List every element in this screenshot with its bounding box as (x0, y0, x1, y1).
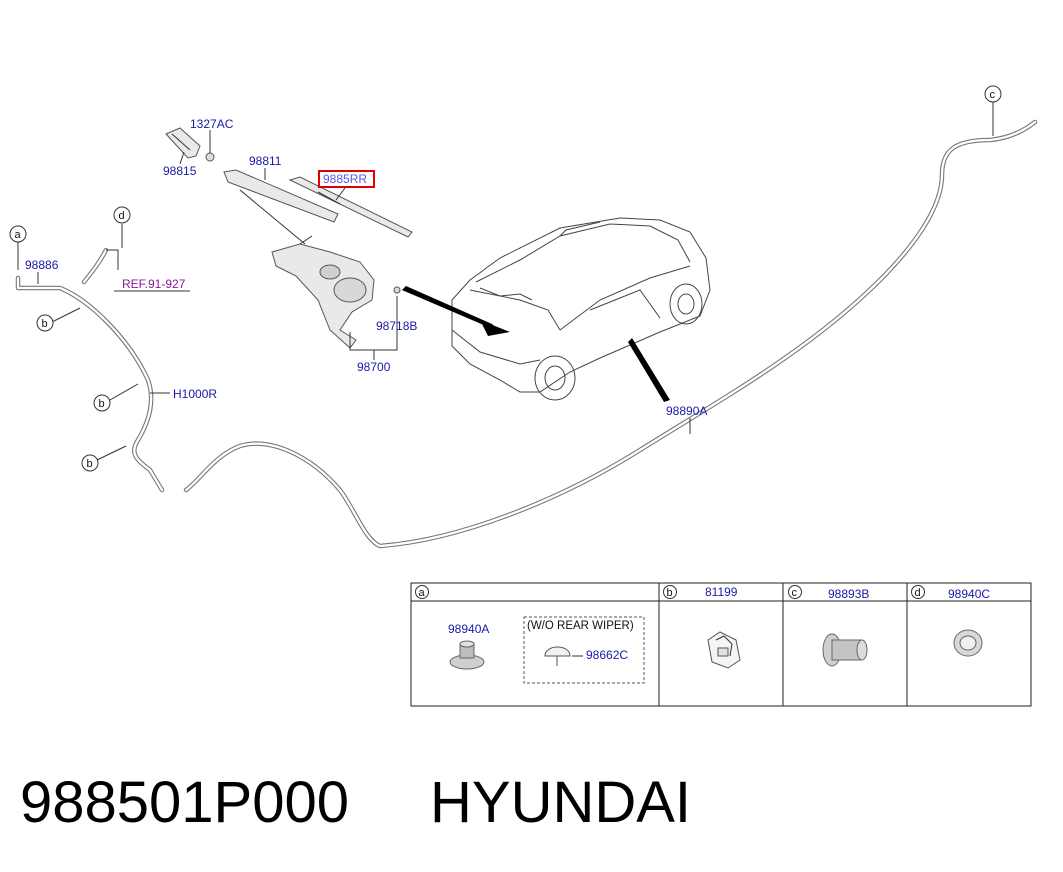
table-header-d: d 98940C (911, 585, 990, 601)
svg-text:c: c (990, 89, 996, 101)
marker-b3: b (81, 454, 99, 472)
icon-plug-98662c (544, 646, 583, 666)
svg-text:d: d (119, 210, 125, 222)
parts-table: a b 81199 c 98893B d 98940C 98940A (W/O … (410, 582, 1032, 707)
callout-98886: 98886 (25, 258, 59, 272)
pointer-arrow-motor (402, 286, 510, 336)
wiper-arm-cap-98815 (165, 127, 201, 159)
wo-rear-wiper-box (523, 616, 645, 684)
wiper-blade-9885rr (288, 176, 413, 238)
table-header-c: c 98893B (788, 585, 869, 601)
marker-b1: b (36, 314, 54, 332)
marker-b2: b (93, 394, 111, 412)
callout-1327ac: 1327AC (190, 117, 234, 131)
svg-text:b: b (87, 458, 93, 470)
svg-text:a: a (419, 587, 426, 599)
table-part-98893b: 98893B (828, 587, 869, 601)
nut-1327ac (205, 152, 215, 162)
svg-text:c: c (792, 587, 798, 599)
wiper-motor-98700 (271, 235, 375, 349)
marker-d: d (113, 206, 131, 224)
callout-h1000r: H1000R (173, 387, 217, 401)
pointer-arrow-hose (628, 338, 670, 402)
grommet-98718b (393, 286, 401, 294)
svg-text:b: b (99, 398, 105, 410)
marker-a: a (9, 225, 27, 243)
wiper-arm-98811 (223, 169, 339, 245)
svg-text:a: a (15, 229, 22, 241)
icon-clip-81199 (707, 631, 741, 669)
callout-98811: 98811 (249, 154, 282, 168)
leader-b2 (109, 383, 139, 401)
leader-b1 (51, 307, 81, 323)
car-illustration (451, 217, 711, 401)
ref-hose (81, 247, 119, 285)
callout-98700: 98700 (357, 360, 391, 374)
table-note-wo-rear-wiper: (W/O REAR WIPER) (527, 620, 634, 632)
footer-brand: HYUNDAI (430, 770, 691, 835)
washer-hose-98890a (183, 119, 1038, 549)
svg-text:d: d (915, 587, 921, 599)
leader-b3 (96, 445, 127, 461)
icon-ring-98940c (953, 629, 983, 657)
table-header-a: a (415, 585, 429, 599)
table-part-81199: 81199 (705, 585, 738, 599)
callout-98890a: 98890A (666, 404, 707, 418)
icon-grommet-98893b (822, 633, 868, 667)
table-part-98940c: 98940C (948, 587, 990, 601)
table-header-b: b 81199 (663, 585, 738, 599)
footer-part-number: 988501P000 (20, 770, 349, 835)
callout-9885rr: 9885RR (323, 172, 367, 186)
callout-ref: REF.91-927 (122, 277, 186, 291)
callout-98815: 98815 (163, 164, 197, 178)
svg-text:b: b (667, 587, 673, 599)
marker-c: c (984, 85, 1002, 103)
table-part-98662c: 98662C (586, 648, 628, 662)
callout-98718b: 98718B (376, 319, 417, 333)
leader-9885rr (335, 187, 346, 201)
icon-grommet-98940a (449, 640, 485, 670)
highlight-box-9885rr (318, 170, 375, 188)
svg-text:b: b (42, 318, 48, 330)
table-part-98940a: 98940A (448, 622, 489, 636)
leader-98815 (179, 151, 185, 165)
